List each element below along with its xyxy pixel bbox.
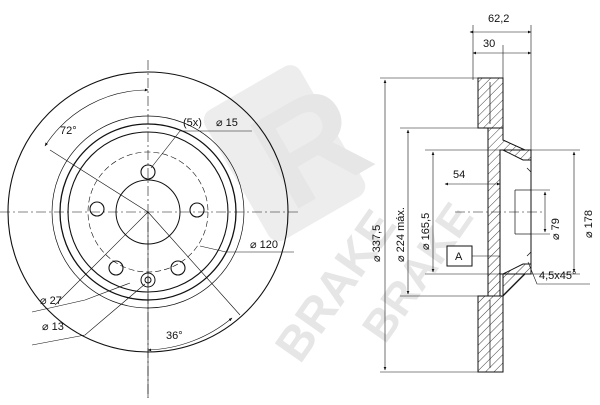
- bolt-hole-1: [140, 164, 156, 180]
- upper-friction-ring: [477, 77, 504, 129]
- center-bore-label: ⌀ 27: [40, 295, 62, 307]
- outer-diameter-label: ⌀ 337,5: [371, 225, 383, 262]
- angle-36-arc: [147, 317, 233, 352]
- hat-diameter-label: ⌀ 165,5: [420, 213, 432, 250]
- bolt-hole-2: [89, 201, 105, 217]
- hub-diameter-label: ⌀ 178: [583, 210, 595, 238]
- max-diameter-label: ⌀ 224 máx.: [395, 207, 407, 262]
- stud-mark-bottom: [526, 251, 532, 257]
- watermark-logo: R BRAKE BRAKE: [203, 53, 483, 371]
- ray-36-right: [147, 211, 241, 316]
- datum-label: A: [455, 251, 463, 263]
- angle-72-arc: [44, 88, 149, 147]
- bore-diameter-label: ⌀ 79: [550, 218, 562, 240]
- center-bore-leader: [31, 282, 131, 313]
- bolt-hole-4: [108, 260, 124, 276]
- total-height-label: 62,2: [488, 13, 509, 25]
- hat-wall-upper: [487, 127, 532, 297]
- hole-leader: [150, 130, 252, 169]
- angle-72-label: 72°: [60, 125, 77, 137]
- pin-leader: [31, 283, 146, 346]
- pin-label: ⌀ 13: [42, 321, 64, 333]
- ray-72-left: [49, 149, 149, 213]
- pcd-leader: [199, 245, 294, 253]
- section-view: 62,2 30 ⌀ 337,5 ⌀ 224 máx.: [371, 13, 595, 373]
- hat-wall-lower: [502, 263, 532, 298]
- hole-count-label: (5x): [183, 117, 202, 129]
- lower-friction-ring: [477, 295, 504, 373]
- hub-depth-label: 54: [453, 169, 465, 181]
- ray-lower-left: [54, 211, 149, 306]
- bolt-hole-5: [170, 260, 186, 276]
- bolt-hole-3: [189, 202, 205, 218]
- front-view: 72° 36° (5x) ⌀ 15 ⌀ 120 ⌀ 27 ⌀ 13: [0, 60, 300, 398]
- stud-mark-top: [526, 167, 532, 173]
- chamfer-label: 4,5x45°: [539, 270, 576, 282]
- angle-36-label: 36°: [166, 330, 183, 342]
- pcd-label: ⌀ 120: [250, 239, 278, 251]
- chamfer-leader: [527, 261, 590, 285]
- hat-height-label: 30: [483, 38, 495, 50]
- hole-diameter-label: ⌀ 15: [216, 117, 238, 129]
